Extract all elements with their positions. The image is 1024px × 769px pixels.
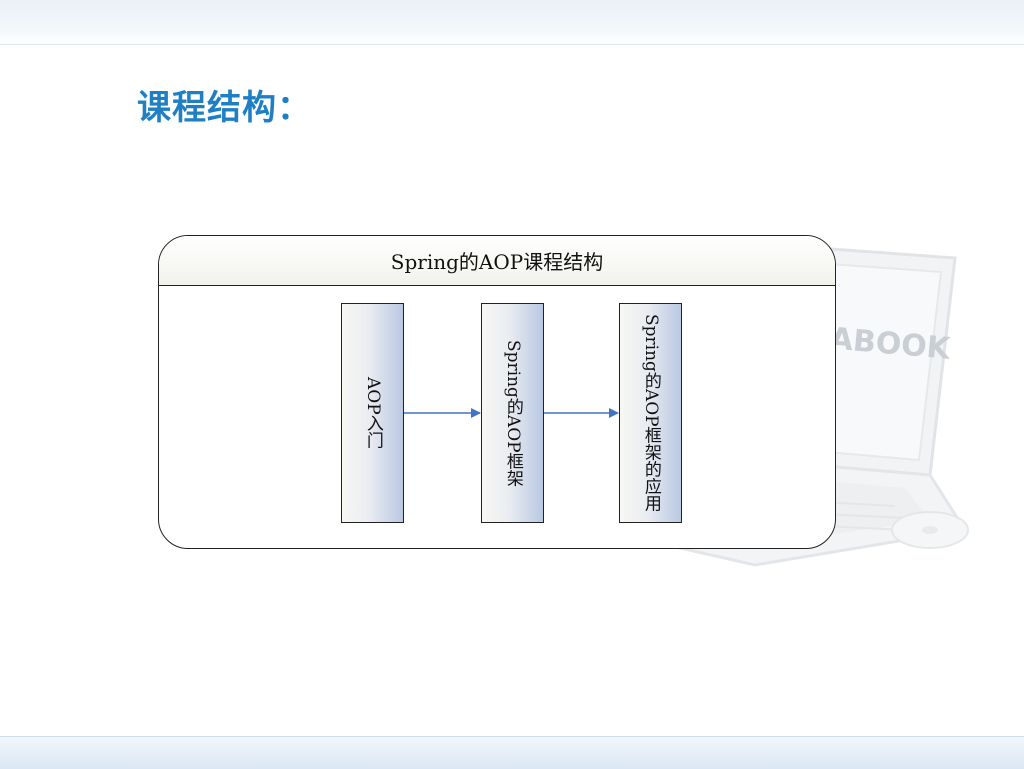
top-decor-band xyxy=(0,0,1024,45)
stage-box-aop-intro: AOP入门 xyxy=(341,303,404,523)
stage-label: AOP入门 xyxy=(362,377,383,449)
frame-header: Spring的AOP课程结构 xyxy=(159,236,835,286)
frame-header-label: Spring的AOP课程结构 xyxy=(390,250,604,274)
bottom-decor-band xyxy=(0,736,1024,769)
stage-label: Spring的AOP框架 xyxy=(502,339,523,487)
stage-label: Spring的AOP框架的应用 xyxy=(640,314,661,512)
slide-title: 课程结构： xyxy=(137,88,312,128)
stage-box-spring-aop-application: Spring的AOP框架的应用 xyxy=(619,303,682,523)
stage-box-spring-aop-framework: Spring的AOP框架 xyxy=(481,303,544,523)
